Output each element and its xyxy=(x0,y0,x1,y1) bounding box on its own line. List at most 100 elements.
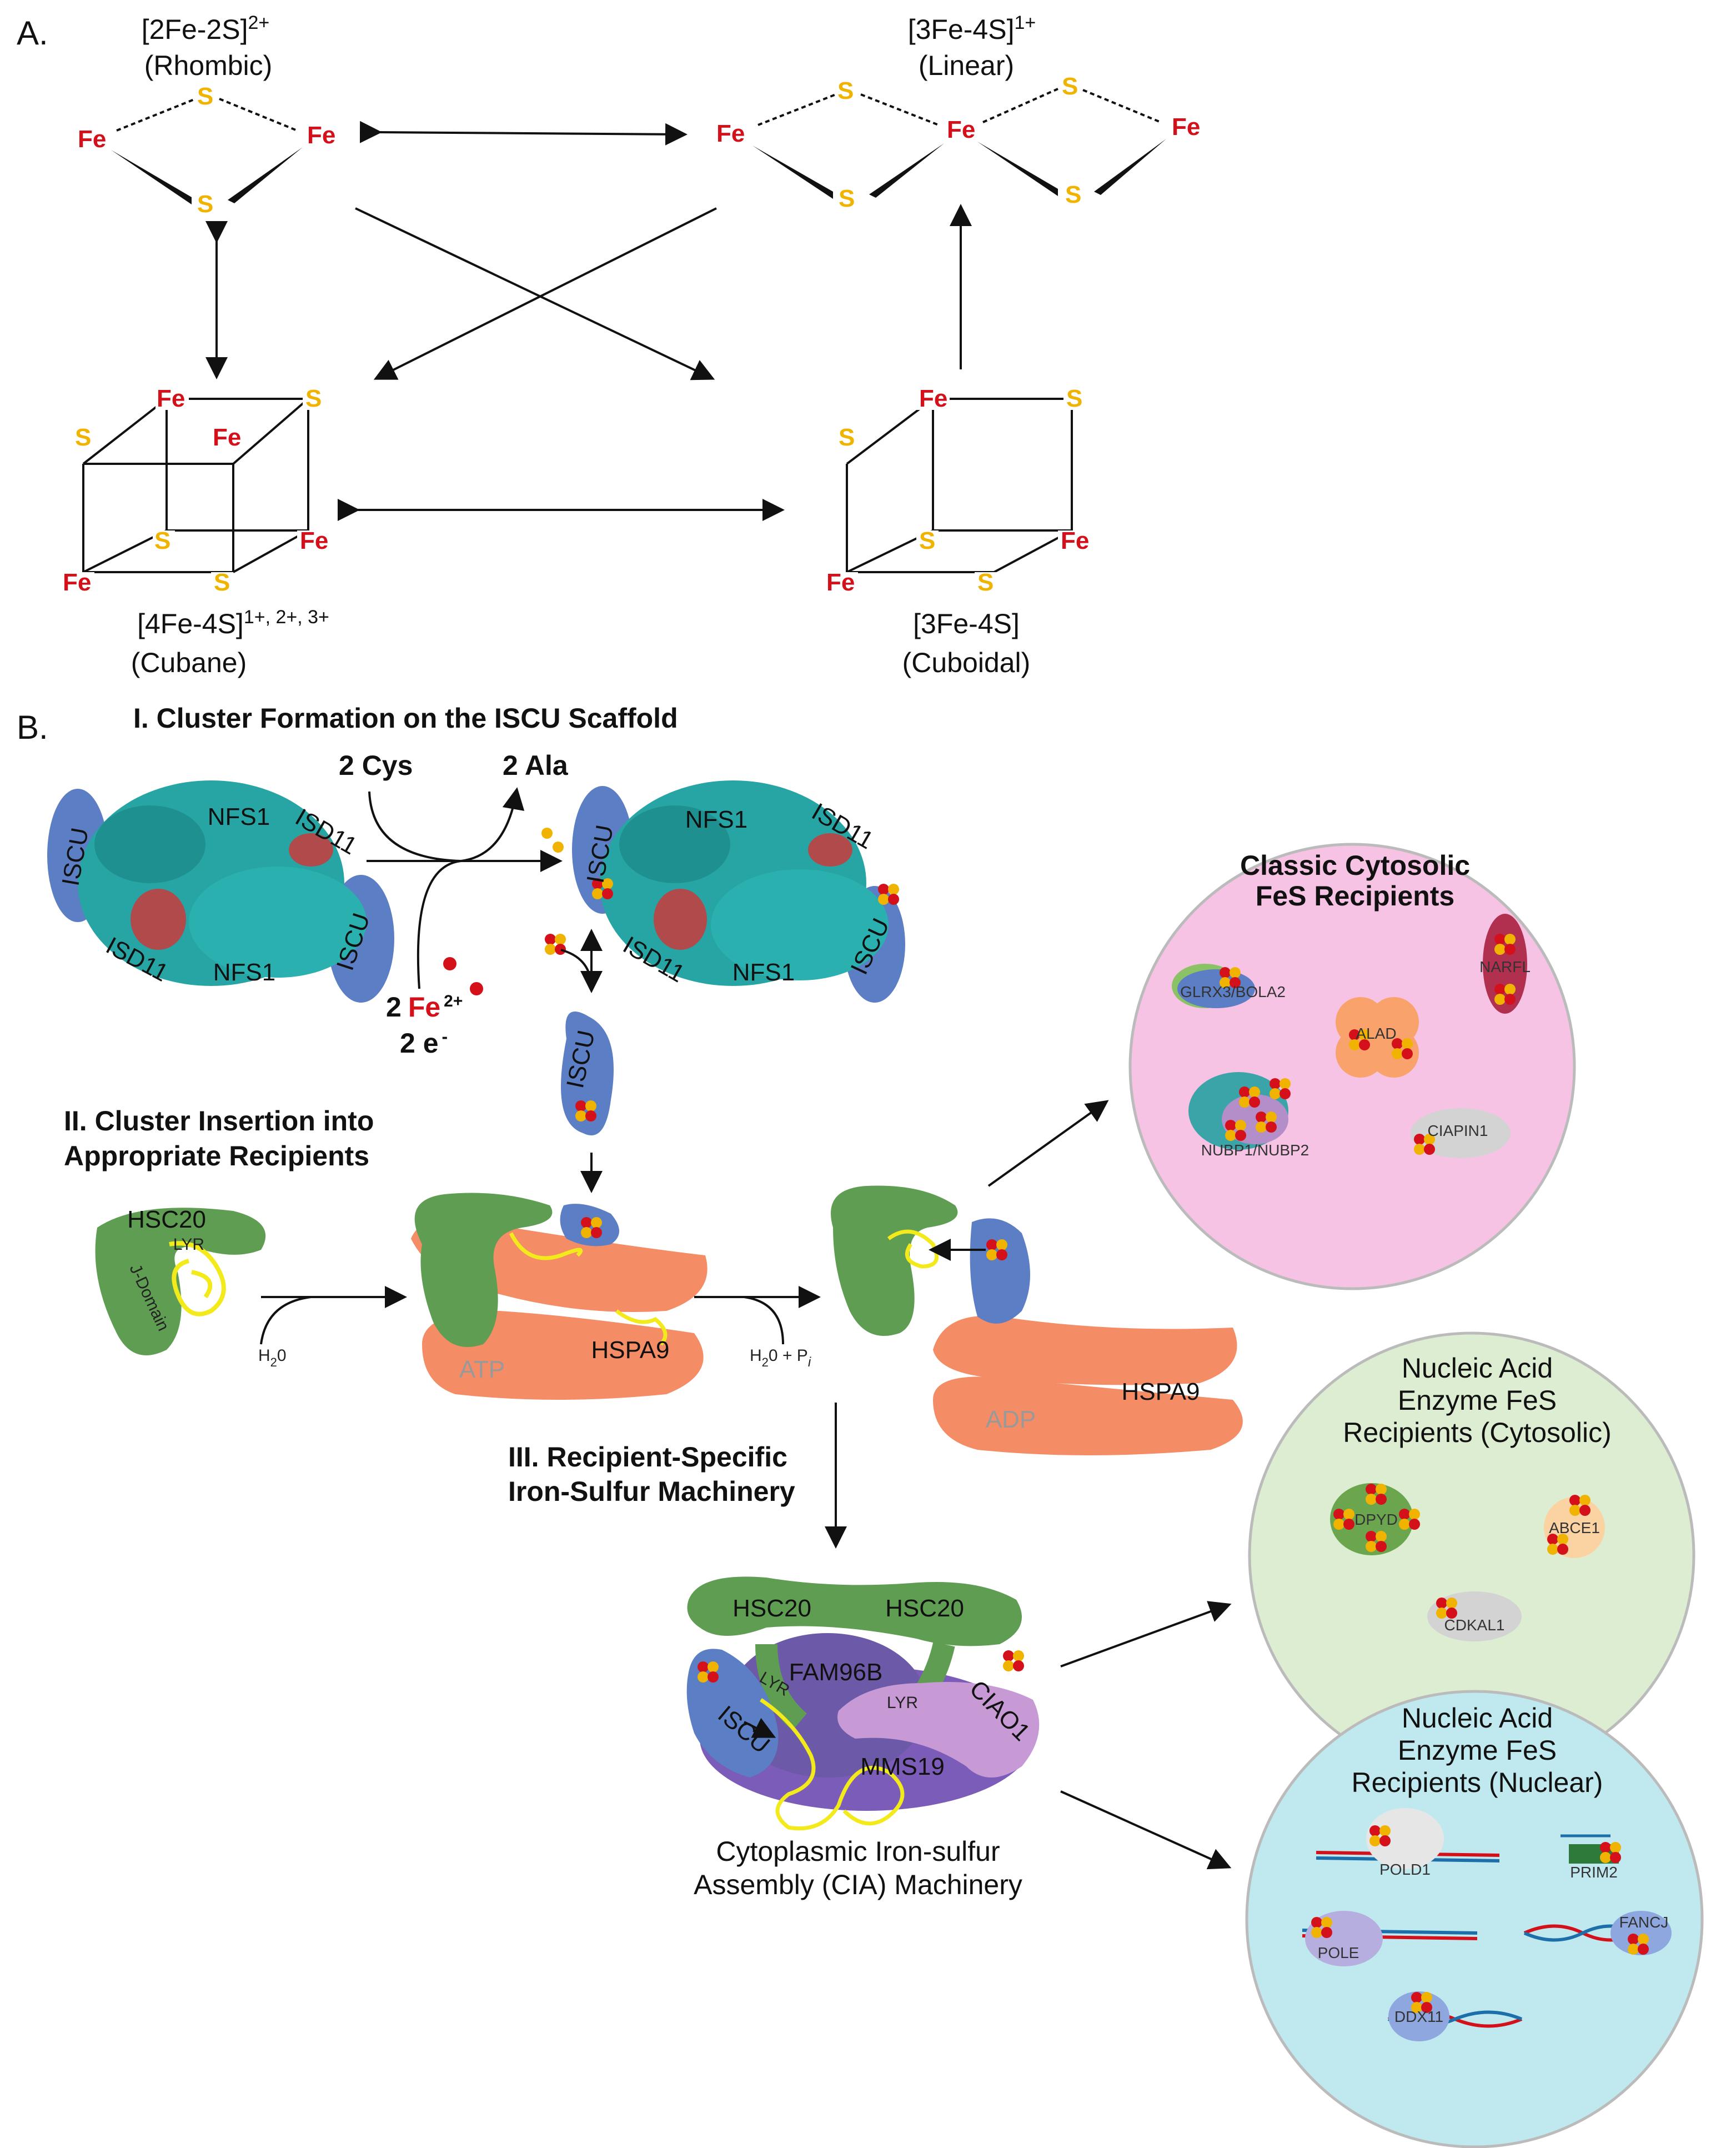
s-atom: S xyxy=(1062,73,1078,100)
fe-atom: Fe xyxy=(1172,113,1200,141)
nfs1-complex-right: NFS1 NFS1 ISCU ISCU ISD11 ISD11 xyxy=(572,780,905,1003)
s-atom: S xyxy=(837,77,854,104)
nucleic-cytosolic-title-line1: Nucleic Acid xyxy=(1402,1353,1553,1384)
fe-atom: Fe xyxy=(157,385,185,412)
recipient-label: DPYD xyxy=(1354,1511,1398,1528)
recipient-label: ABCE1 xyxy=(1549,1519,1600,1536)
s-atom: S xyxy=(1066,385,1082,412)
iscu-free: ISCU xyxy=(561,1012,614,1135)
nucleic-nuclear-recipients-circle: Nucleic Acid Enzyme FeS Recipients (Nucl… xyxy=(1245,1690,1704,2148)
reaction-arrows xyxy=(367,787,563,989)
cia-machinery: HSC20 HSC20 FAM96B LYR LYR ISCU CIAO1 MM… xyxy=(686,1576,1040,1831)
nfs1-label: NFS1 xyxy=(732,959,795,986)
nucleic-nuclear-title-line2: Enzyme FeS xyxy=(1398,1735,1557,1766)
cubane-formula: [4Fe-4S]1+, 2+, 3+ xyxy=(137,607,329,639)
nucleic-nuclear-title-line1: Nucleic Acid xyxy=(1402,1703,1553,1734)
hsc20-label: HSC20 xyxy=(732,1595,811,1622)
fe-atom: Fe xyxy=(919,385,947,412)
s-atom: S xyxy=(1065,181,1081,208)
cia-caption-line2: Assembly (CIA) Machinery xyxy=(694,1869,1022,1900)
s-atom: S xyxy=(197,83,213,110)
cuboidal-name: (Cuboidal) xyxy=(902,647,1031,678)
nucleic-cytosolic-title-line2: Enzyme FeS xyxy=(1398,1385,1557,1416)
hspa9-label: HSPA9 xyxy=(1121,1378,1200,1405)
panel-a-label: A. xyxy=(17,14,48,52)
rhombic-cluster: Fe Fe S S xyxy=(78,83,335,218)
hspa9-label: HSPA9 xyxy=(591,1336,669,1364)
cia-caption-line1: Cytoplasmic Iron-sulfur xyxy=(716,1836,1000,1867)
recipient-label: DDX11 xyxy=(1394,2008,1443,2025)
s-atom: S xyxy=(839,424,855,451)
section-1-title: I. Cluster Formation on the ISCU Scaffol… xyxy=(133,703,678,734)
recipient-label: GLRX3/BOLA2 xyxy=(1180,983,1286,1000)
cytosolic-recipients-circle: Classic Cytosolic FeS Recipients GLRX3/B… xyxy=(1128,843,1576,1290)
panel-b-label: B. xyxy=(17,709,48,746)
section-3-title-line1: III. Recipient-Specific xyxy=(508,1441,787,1473)
section-3-title-line2: Iron-Sulfur Machinery xyxy=(508,1476,795,1507)
hspa9-complex-right: ADP HSPA9 xyxy=(831,1185,1243,1455)
cuboidal-cluster: S Fe S S Fe Fe S xyxy=(825,385,1091,596)
recipient-label: NUBP1/NUBP2 xyxy=(1201,1141,1309,1159)
recipient-label: FANCJ xyxy=(1619,1914,1669,1931)
rhombic-name: (Rhombic) xyxy=(144,50,273,81)
adp-label: ADP xyxy=(986,1406,1036,1433)
nfs1-label: NFS1 xyxy=(213,959,275,986)
section-2-title-line2: Appropriate Recipients xyxy=(64,1140,369,1171)
water-pi-label: H20 + Pi xyxy=(750,1346,811,1370)
s-atom: S xyxy=(305,385,322,412)
s-atom: S xyxy=(839,185,855,212)
nucleic-cytosolic-recipients-circle: Nucleic Acid Enzyme FeS Recipients (Cyto… xyxy=(1248,1331,1695,1779)
cys-label: 2 Cys xyxy=(339,750,413,781)
panel-a-arrows xyxy=(205,121,972,521)
recipient-label: POLD1 xyxy=(1379,1861,1431,1878)
hsc20-free: HSC20 LYR J-Domain xyxy=(95,1206,266,1355)
cubane-name: (Cubane) xyxy=(131,647,247,678)
s-atom: S xyxy=(154,527,170,554)
recipient-label: POLE xyxy=(1318,1944,1359,1961)
fe-atom: Fe xyxy=(947,116,975,143)
linear-formula: [3Fe-4S]1+ xyxy=(908,12,1036,45)
s-atom: S xyxy=(214,569,230,596)
fe-atom: Fe xyxy=(78,126,106,153)
atp-label: ATP xyxy=(459,1356,505,1383)
s-atom: S xyxy=(977,569,994,596)
nucleic-nuclear-title-line3: Recipients (Nuclear) xyxy=(1352,1767,1603,1798)
recipient-label: CIAPIN1 xyxy=(1428,1122,1488,1139)
water-label: H20 xyxy=(258,1346,287,1369)
hsc20-label: HSC20 xyxy=(127,1206,206,1233)
section-2-title-line1: II. Cluster Insertion into xyxy=(64,1105,374,1136)
fe-atom: Fe xyxy=(716,120,745,147)
lyr-label: LYR xyxy=(887,1694,918,1712)
fe-atom: Fe xyxy=(307,122,335,149)
nucleic-cytosolic-title-line3: Recipients (Cytosolic) xyxy=(1343,1417,1611,1448)
linear-cluster: Fe Fe Fe S S S S xyxy=(716,73,1200,212)
s-atom: S xyxy=(75,424,91,451)
fe-atom: Fe xyxy=(63,569,91,596)
nfs1-complex-left: NFS1 NFS1 ISCU ISCU ISD11 ISD11 xyxy=(47,780,394,1003)
hsc20-label: HSC20 xyxy=(885,1595,964,1622)
cytosolic-title-line2: FeS Recipients xyxy=(1256,880,1454,912)
fe-atom: Fe xyxy=(1061,527,1089,554)
recipient-label: NARFL xyxy=(1479,958,1531,975)
mms19-label: MMS19 xyxy=(860,1753,945,1780)
linear-name: (Linear) xyxy=(919,50,1014,81)
fe-atom: Fe xyxy=(213,424,241,451)
nfs1-label: NFS1 xyxy=(208,803,270,830)
ala-label: 2 Ala xyxy=(503,750,569,781)
recipient-label: ALAD xyxy=(1356,1025,1396,1042)
electrons-label: 2 e- xyxy=(400,1027,448,1059)
fe-atom: Fe xyxy=(826,569,855,596)
s-atom: S xyxy=(197,191,213,218)
hspa9-complex-middle: ATP HSPA9 xyxy=(411,1193,708,1400)
fam96b-label: FAM96B xyxy=(789,1659,883,1686)
s-atom: S xyxy=(919,527,935,554)
lyr-label: LYR xyxy=(173,1235,204,1254)
nfs1-label: NFS1 xyxy=(685,806,747,833)
cubane-cluster: S Fe S Fe S Fe Fe S xyxy=(61,385,330,596)
cuboidal-formula: [3Fe-4S] xyxy=(913,608,1020,639)
rhombic-formula: [2Fe-2S]2+ xyxy=(142,12,270,45)
recipient-label: CDKAL1 xyxy=(1444,1616,1505,1634)
fe-atom: Fe xyxy=(300,527,328,554)
cytosolic-title-line1: Classic Cytosolic xyxy=(1240,850,1470,881)
